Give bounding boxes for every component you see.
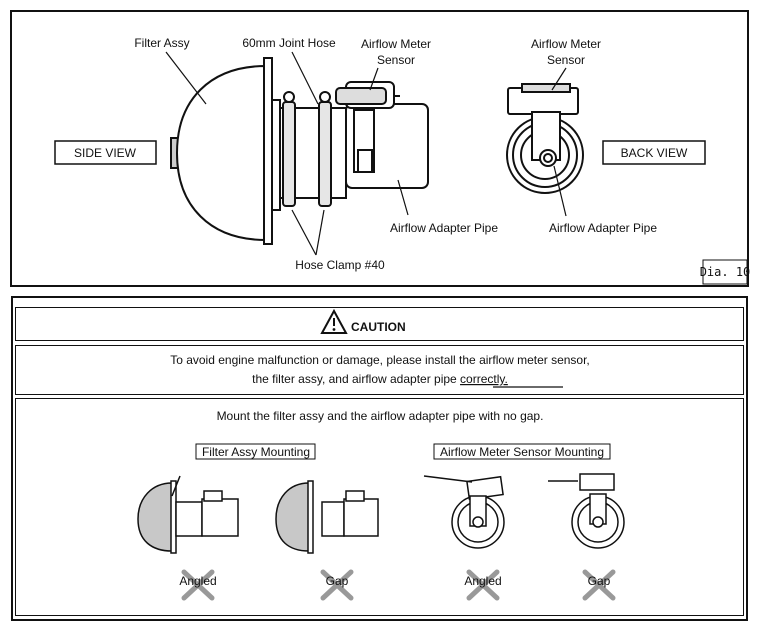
example-label-angled-sensor: Angled [464,574,501,588]
filter-assy-side [170,57,281,245]
diagram-frame [10,10,749,287]
filter-mounting-title: Filter Assy Mounting [202,445,310,459]
example-label-angled-filter: Angled [179,574,216,588]
side-view-box [54,140,157,165]
x-mark-icon [466,569,500,601]
adapter-pipe-side-label: Airflow Adapter Pipe [390,221,498,235]
side-back-view-diagram: SIDE VIEW BACK VIEW Filter Assy 60mm Joi… [10,10,751,287]
back-sensor-label-line2: Sensor [547,53,585,67]
hose-clamp-label: Hose Clamp #40 [295,258,385,272]
example-sensor-gap [548,473,625,549]
adapter-pipe-side [335,81,429,189]
leader-lines [165,51,567,256]
caution-examples-box [15,398,744,616]
x-marks [181,569,616,601]
diagram-id: Dia. 10 [700,265,751,279]
side-view-label: SIDE VIEW [74,146,137,160]
joint-hose-side [279,91,347,207]
back-view-sensor [506,83,584,194]
example-filter-angled [137,475,239,554]
sensor-mounting-title: Airflow Meter Sensor Mounting [440,445,604,459]
joint-hose-label: 60mm Joint Hose [242,36,336,50]
caution-line2-emphasis: correctly. [460,372,508,386]
diagram-id-box [702,259,748,285]
back-sensor-label-line1: Airflow Meter [531,37,601,51]
caution-line1: To avoid engine malfunction or damage, p… [170,353,590,367]
mount-instruction: Mount the filter assy and the airflow ad… [217,409,544,423]
example-sensor-angled [423,475,505,549]
example-label-gap-filter: Gap [326,574,349,588]
filter-assy-label: Filter Assy [134,36,189,50]
sensor-label-line2: Sensor [377,53,415,67]
sensor-label-line1: Airflow Meter [361,37,431,51]
caution-message-box [15,345,744,395]
caution-graphics: CAUTION To avoid engine malfunction or d… [137,308,625,601]
caution-line2: the filter assy, and airflow adapter pip… [252,372,508,386]
warning-icon [320,308,348,334]
x-mark-icon [320,569,354,601]
back-view-box [602,140,706,165]
adapter-pipe-back-label: Airflow Adapter Pipe [549,221,657,235]
caution-panel [11,296,748,621]
example-filter-gap [275,480,379,554]
example-label-gap-sensor: Gap [588,574,611,588]
back-view-label: BACK VIEW [621,146,688,160]
caution-title: CAUTION [351,320,406,334]
caution-title-box [15,307,744,341]
caution-line2-prefix: the filter assy, and airflow adapter pip… [252,372,460,386]
x-mark-icon [181,569,215,601]
filter-mounting-title-box [195,443,316,460]
sensor-mounting-title-box [433,443,611,460]
x-mark-icon [582,569,616,601]
